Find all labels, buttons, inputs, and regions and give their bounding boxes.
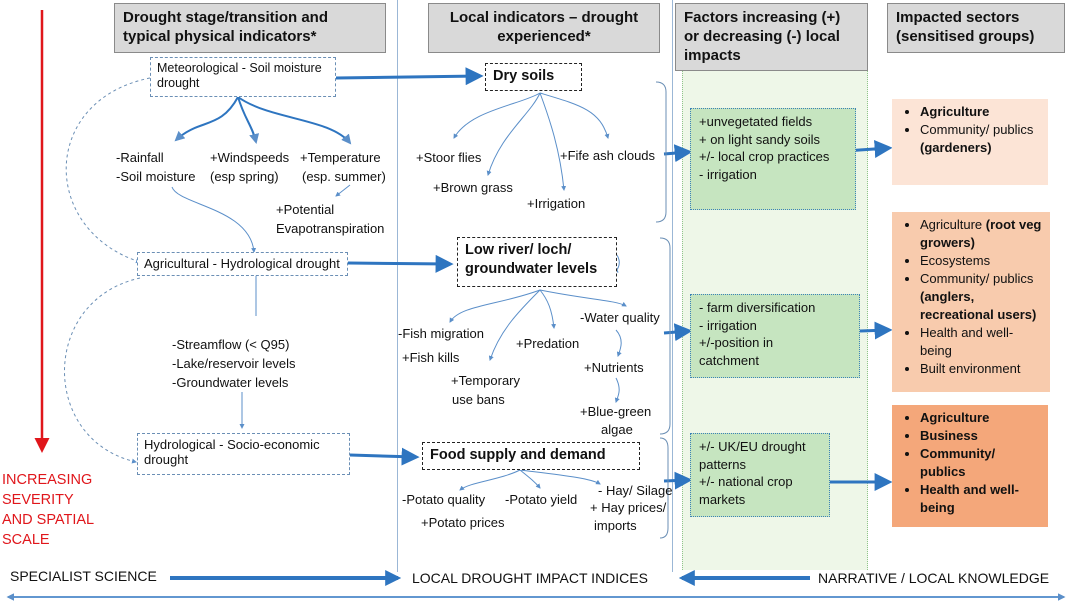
li-temp-bans-2: use bans [452,392,505,407]
li-irrigation: +Irrigation [527,196,586,211]
pi-evapotranspiration: Evapotranspiration [276,221,385,236]
factor-line: +/- national crop [699,474,793,489]
sector-item: Community/ publics (gardeners) [920,121,1040,157]
pi-streamflow: -Streamflow (< Q95) [172,337,290,352]
sectors-box-1: Agriculture Community/ publics (gardener… [892,99,1048,185]
pi-groundwater: -Groundwater levels [172,375,289,390]
bracket-1 [655,81,667,223]
header-col1: Drought stage/transition and typical phy… [114,3,386,53]
arrow-to-factors-2 [663,323,693,342]
sector-item: Community/ publics (anglers, recreationa… [920,270,1042,324]
low-river-box: Low river/ loch/ groundwater levels [457,237,617,287]
li-hay-silage: - Hay/ Silage [598,483,673,498]
factor-line: +/- UK/EU drought [699,439,806,454]
sector-item: Agriculture [920,103,1040,121]
severity-line: AND SPATIAL [2,512,95,528]
food-supply-box: Food supply and demand [422,442,640,470]
li-fish-migration: -Fish migration [398,326,484,341]
bracket-3 [659,437,669,539]
pi-windspeeds: +Windspeeds [210,150,290,165]
factors-box-3: +/- UK/EU drought patterns +/- national … [690,433,830,517]
sector-item: Agriculture (root veg growers) [920,216,1042,252]
li-blue-green-2: algae [601,422,633,437]
factor-line: +/-position in [699,335,774,350]
label-specialist-science: SPECIALIST SCIENCE [10,568,157,584]
bracket-2 [659,237,671,435]
pi-soil-moisture: -Soil moisture [116,169,196,184]
li-brown-grass: +Brown grass [433,180,513,195]
label-local-indices: LOCAL DROUGHT IMPACT INDICES [412,570,648,586]
factor-line: - irrigation [699,166,757,182]
pi-temperature: +Temperature [300,150,381,165]
factor-line: - farm diversification [699,300,816,315]
sector-item: Agriculture [920,409,1040,427]
sectors-box-2: Agriculture (root veg growers) Ecosystem… [892,212,1050,392]
low-river-line2: groundwater levels [465,261,598,277]
severity-line: INCREASING [2,472,93,488]
header-col2: Local indicators – drought experienced* [428,3,660,53]
li-potato-quality: -Potato quality [402,492,486,507]
li-hay-prices-2: imports [594,518,637,533]
stage-hydrological: Hydrological - Socio-economic drought [137,433,350,475]
sector-item: Business [920,427,1040,445]
factor-line: + on light sandy soils [699,131,821,147]
li-fish-kills: +Fish kills [402,350,460,365]
pi-windspeeds-note: (esp spring) [210,169,279,184]
li-water-quality: -Water quality [580,310,660,325]
severity-label: INCREASING SEVERITY AND SPATIAL SCALE [2,470,94,550]
label-narrative: NARRATIVE / LOCAL KNOWLEDGE [818,570,1050,586]
pi-potential: +Potential [276,202,335,217]
header-col3: Factors increasing (+) or decreasing (-)… [675,3,868,71]
factor-line: +/- local crop practices [699,149,830,164]
factor-line: catchment [699,352,759,368]
factor-line: +unvegetated fields [699,114,813,129]
sector-item: Health and well-being [920,324,1042,360]
arrow-meteo-to-drysoils [335,67,484,86]
arrow-agri-to-lowriver [347,254,454,273]
li-potato-yield: -Potato yield [505,492,578,507]
li-stoor-flies: +Stoor flies [416,150,482,165]
arrow-to-sectors-2 [859,321,893,340]
li-fife-ash: +Fife ash clouds [560,148,656,163]
sector-item: Built environment [920,360,1042,378]
severity-line: SCALE [2,532,50,548]
header-col4: Impacted sectors (sensitised groups) [887,3,1065,53]
li-potato-prices: +Potato prices [421,515,505,530]
factor-line: markets [699,491,746,507]
factor-line: patterns [699,456,746,472]
dry-soils-box: Dry soils [485,63,582,91]
sectors-box-3: Agriculture Business Community/ publics … [892,405,1048,527]
pi-lake: -Lake/reservoir levels [172,356,296,371]
column-divider [672,0,673,572]
severity-line: SEVERITY [2,492,74,508]
sector-item: Community/ publics [920,445,1040,481]
li-temp-bans-1: +Temporary [451,373,520,388]
pi-temperature-note: (esp. summer) [302,169,386,184]
column-divider [397,0,398,572]
li-hay-prices-1: + Hay prices/ [590,500,667,515]
low-river-line1: Low river/ loch/ [465,242,572,258]
factor-line: - irrigation [699,317,757,333]
stage-agricultural: Agricultural - Hydrological drought [137,252,348,276]
factors-box-2: - farm diversification - irrigation +/-p… [690,294,860,378]
arrow-hydro-to-food [349,447,420,466]
sector-item: Ecosystems [920,252,1042,270]
factors-box-1: +unvegetated fields + on light sandy soi… [690,108,856,210]
sector-item: Health and well-being [920,481,1040,517]
li-predation: +Predation [516,336,580,351]
pi-rainfall: -Rainfall [116,150,164,165]
li-blue-green-1: +Blue-green [580,404,652,419]
stage-meteorological: Meteorological - Soil moisture drought [150,57,336,97]
li-nutrients: +Nutrients [584,360,644,375]
arrow-to-factors-1 [663,144,693,163]
